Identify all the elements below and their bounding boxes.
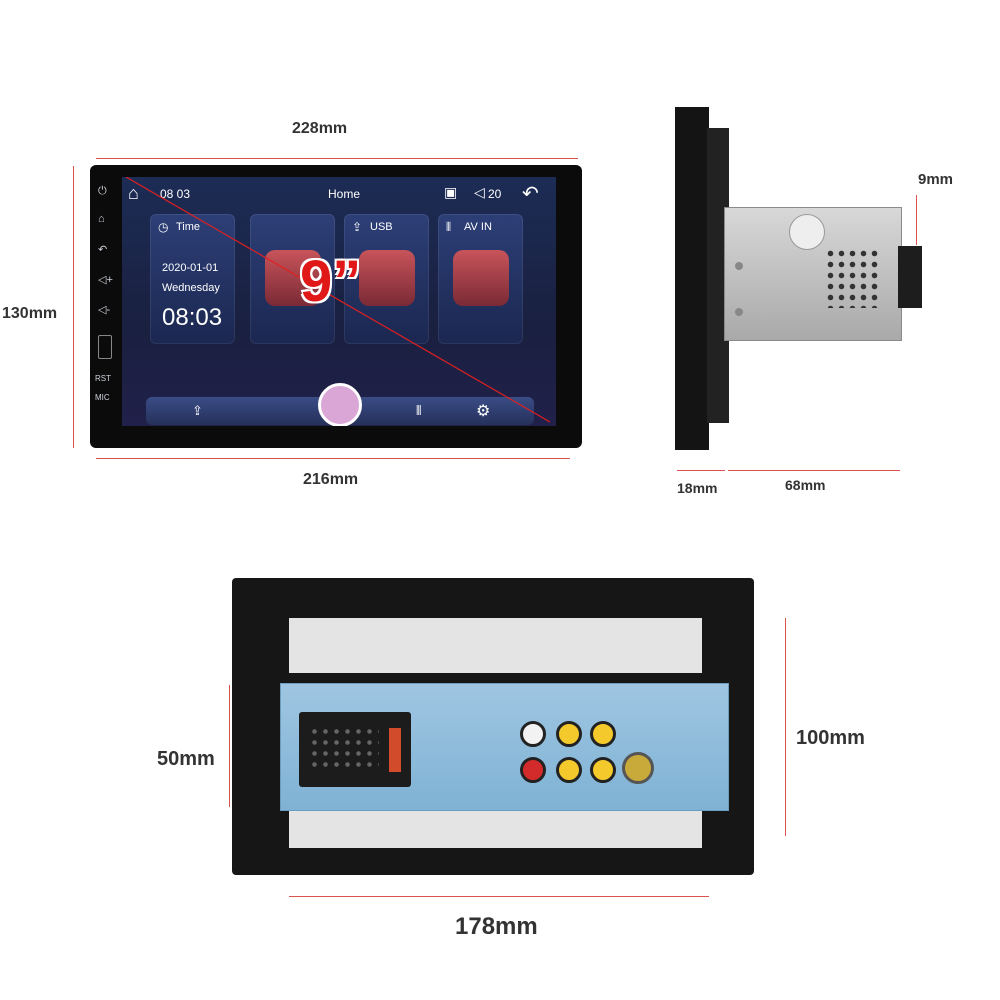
- rca-yellow-jack: [556, 721, 582, 747]
- screw: [735, 262, 743, 270]
- rca-yellow-jack: [590, 721, 616, 747]
- tile-time-label: Time: [176, 221, 201, 233]
- dim-line-front-left: [73, 166, 74, 448]
- status-bar: ⌂ 08 03 Home ▣ ◁ 20 ↶: [122, 177, 556, 211]
- iso-pins: [309, 726, 379, 772]
- home-side-icon[interactable]: ⌂: [98, 213, 105, 225]
- antenna-socket: [622, 752, 654, 784]
- usb-icon: [359, 250, 415, 306]
- volume-up-icon[interactable]: ◁+: [98, 274, 113, 286]
- rca-white-jack: [520, 721, 546, 747]
- back-plate-top: [289, 618, 702, 673]
- usb-port: [98, 335, 112, 359]
- usb-small-icon: ⇪: [352, 220, 363, 234]
- rca-red-jack: [520, 757, 546, 783]
- diagonal-line: [125, 177, 551, 423]
- clock-icon: ◷: [158, 220, 169, 234]
- home-title: Home: [328, 187, 361, 201]
- dim-line-front-top: [96, 158, 578, 159]
- dim-line-side-face: [677, 470, 725, 471]
- mic-label: MIC: [95, 393, 110, 402]
- weekday-text: Wednesday: [162, 282, 220, 294]
- chassis-sticker: [789, 214, 825, 250]
- side-connector: [898, 246, 922, 308]
- date-text: 2020-01-01: [162, 262, 219, 274]
- tile-bluetooth[interactable]: [250, 214, 335, 344]
- back-plate-bottom: [289, 808, 702, 848]
- dim-line-back-left: [229, 685, 230, 807]
- touch-screen[interactable]: ⌂ 08 03 Home ▣ ◁ 20 ↶ ◷ Time 2020-01-01 …: [122, 177, 556, 426]
- brightness-icon[interactable]: ▣: [444, 184, 458, 200]
- tile-usb-label: USB: [370, 221, 393, 233]
- power-icon[interactable]: ⏻: [98, 185, 107, 197]
- dock-usb-icon[interactable]: ⇪: [192, 403, 203, 418]
- side-chassis: [724, 207, 902, 341]
- dim-side-rear: 9mm: [918, 171, 954, 188]
- big-time-text: 08:03: [162, 304, 223, 331]
- rca-yellow-jack: [556, 757, 582, 783]
- volume-down-icon[interactable]: ◁-: [98, 304, 111, 316]
- dim-back-right: 100mm: [796, 727, 865, 749]
- back-arrow-icon[interactable]: ↶: [522, 183, 539, 205]
- dim-back-left: 50mm: [157, 748, 215, 770]
- dock-settings-icon[interactable]: ⚙: [476, 403, 491, 420]
- tile-av-label: AV IN: [464, 221, 492, 233]
- back-side-icon[interactable]: ↶: [98, 244, 108, 256]
- dim-side-face: 18mm: [677, 480, 718, 496]
- iso-fuse: [389, 728, 401, 772]
- tile-usb[interactable]: ⇪ USB: [344, 214, 429, 344]
- tile-time[interactable]: ◷ Time 2020-01-01 Wednesday 08:03: [150, 214, 235, 344]
- dock-av-icon[interactable]: ⫴: [416, 403, 422, 418]
- dim-line-back-bottom: [289, 896, 709, 897]
- rca-yellow-jack: [590, 757, 616, 783]
- dim-line-back-right: [785, 618, 786, 836]
- dim-front-width-bottom: 216mm: [303, 471, 359, 488]
- iso-harness-connector: [299, 712, 411, 787]
- av-small-icon: ⫴: [446, 220, 452, 234]
- dim-front-width-top: 228mm: [292, 120, 348, 137]
- dim-line-front-bottom: [96, 458, 570, 459]
- dim-back-width: 178mm: [455, 913, 538, 940]
- home-icon[interactable]: ⌂: [128, 183, 139, 203]
- dim-line-side-rear: [916, 195, 917, 245]
- tile-av-in[interactable]: ⫴ AV IN: [438, 214, 523, 344]
- rst-label[interactable]: RST: [95, 374, 111, 383]
- vent-grid: [825, 248, 881, 308]
- dim-line-side-body: [728, 470, 900, 471]
- dim-front-height: 130mm: [2, 305, 58, 322]
- screw: [735, 308, 743, 316]
- volume-level: 20: [488, 187, 502, 201]
- side-flange: [707, 128, 729, 423]
- dock-menu-icon[interactable]: [318, 383, 362, 426]
- dim-side-body: 68mm: [785, 477, 826, 493]
- av-in-icon: [453, 250, 509, 306]
- bluetooth-icon: [265, 250, 321, 306]
- side-face-plate: [675, 107, 709, 450]
- dock-bar: ⇪ ⫴ ⚙: [146, 383, 534, 426]
- status-clock: 08 03: [160, 187, 191, 201]
- volume-icon[interactable]: ◁: [474, 184, 485, 200]
- screen-size-badge: 9”: [300, 249, 362, 314]
